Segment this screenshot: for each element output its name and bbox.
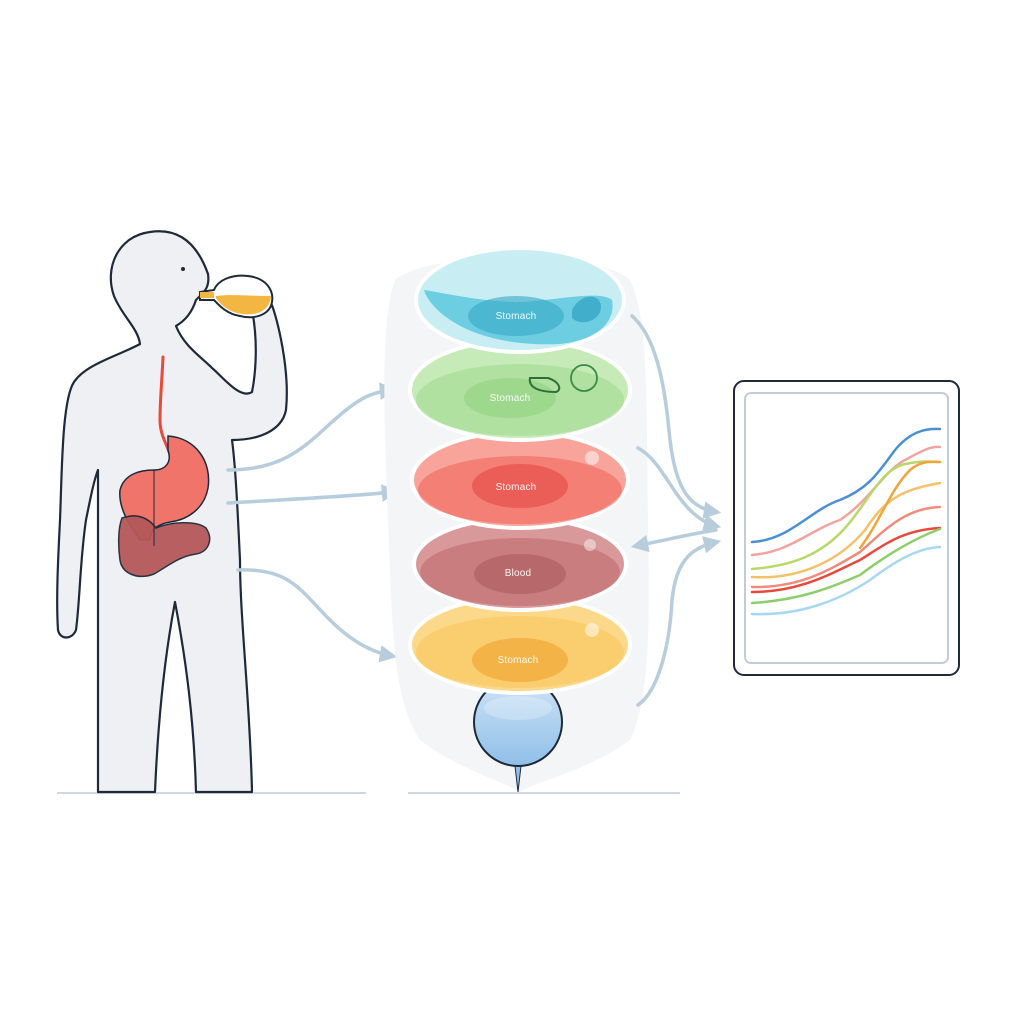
arrow-to-yellow-layer (236, 568, 398, 663)
arrow-from-yellow-layer (636, 536, 722, 707)
chart-line-7 (750, 527, 942, 605)
layer-5-yellow (408, 595, 632, 695)
liver-organ (117, 515, 211, 578)
layer-1-label: Stomach (495, 311, 537, 322)
arrow-to-maroon-layer (630, 528, 718, 553)
layer-3-label: Stomach (495, 482, 537, 493)
person-eye (181, 267, 185, 271)
layer-2-label: Stomach (489, 393, 531, 404)
arrow-to-red-layer (226, 484, 400, 505)
chart-line-5 (750, 505, 942, 589)
layer-5-label: Stomach (497, 655, 539, 666)
output-arrows (630, 314, 722, 707)
chart-lines (750, 427, 942, 616)
layer-3-red (410, 430, 630, 530)
collection-bulb (473, 677, 563, 793)
esophagus (158, 355, 172, 457)
chart-line-8 (750, 545, 942, 616)
input-arrows (226, 382, 400, 663)
drink-bottle (199, 274, 274, 319)
layer-4-maroon (412, 516, 628, 612)
person-figure (56, 230, 288, 794)
layer-1-cyan (414, 246, 626, 354)
arrow-from-red-layer (636, 446, 722, 532)
layer-4-label: Blood (504, 568, 532, 579)
arrow-to-green-layer (226, 382, 398, 472)
layer-2-green (408, 338, 632, 442)
chart-line-9 (858, 460, 942, 550)
chart-line-6 (750, 526, 942, 594)
arrow-from-cyan-layer (630, 314, 722, 519)
chart-line-4 (750, 481, 942, 579)
chart-panel (733, 380, 960, 676)
chart-line-1 (750, 427, 942, 544)
